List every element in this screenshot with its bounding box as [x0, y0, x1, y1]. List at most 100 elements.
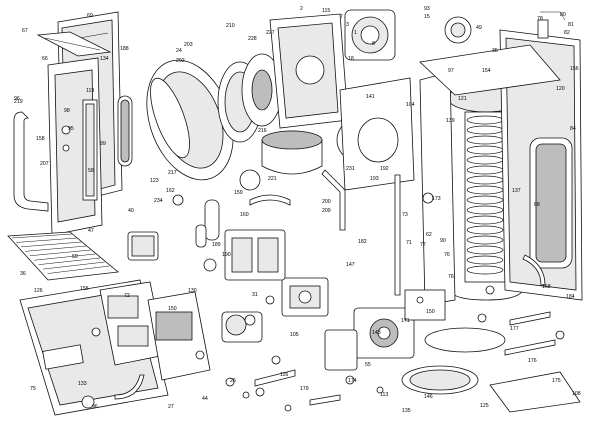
callout-99: 99 — [100, 141, 106, 147]
callout-90: 90 — [440, 238, 446, 244]
callout-73: 73 — [402, 212, 408, 218]
callout-58: 58 — [88, 168, 94, 174]
callout-150b: 150 — [168, 306, 177, 312]
electronics-housing — [147, 291, 211, 381]
callout-18: 18 — [348, 56, 354, 62]
callout-179: 179 — [300, 386, 309, 392]
callout-143: 143 — [372, 330, 381, 336]
heat-exchanger-ring — [217, 53, 283, 143]
callout-133: 133 — [78, 381, 87, 387]
callout-40: 40 — [128, 208, 134, 214]
callout-80: 80 — [560, 12, 566, 18]
callout-171: 171 — [401, 318, 410, 324]
callout-67: 67 — [22, 28, 28, 34]
callout-228: 228 — [248, 36, 257, 42]
drain-tray — [401, 327, 506, 395]
fan-motor — [239, 130, 323, 191]
callout-189: 189 — [212, 242, 221, 248]
callout-146: 146 — [424, 394, 433, 400]
callout-141: 141 — [366, 94, 375, 100]
callout-113: 113 — [380, 392, 388, 398]
burner-assembly — [146, 59, 234, 181]
callout-71: 71 — [406, 240, 412, 246]
combustion-chamber — [269, 13, 349, 129]
callout-98: 98 — [64, 108, 70, 114]
callout-1: 1 — [354, 30, 357, 36]
callout-221: 221 — [268, 176, 277, 182]
callout-76: 76 — [444, 252, 450, 258]
callout-26: 26 — [230, 378, 236, 384]
bottom-grille — [7, 231, 119, 281]
callout-155: 155 — [80, 286, 89, 292]
callout-8: 8 — [372, 41, 375, 47]
callout-130: 130 — [188, 288, 197, 294]
callout-135: 135 — [402, 408, 411, 414]
callout-24: 24 — [176, 48, 182, 54]
callout-7: 7 — [340, 14, 343, 20]
callout-209: 209 — [322, 208, 331, 214]
callout-210: 210 — [226, 23, 235, 29]
callout-69: 69 — [87, 13, 93, 19]
callout-159: 159 — [234, 190, 243, 196]
callout-174: 174 — [348, 378, 357, 384]
condensate-trap — [117, 95, 133, 167]
callout-116: 116 — [280, 372, 288, 378]
callout-137: 137 — [512, 188, 521, 194]
callout-203: 203 — [184, 42, 193, 48]
callout-227: 227 — [266, 30, 275, 36]
callout-190: 190 — [222, 252, 231, 258]
callout-72: 72 — [124, 293, 130, 299]
callout-47: 47 — [88, 228, 94, 234]
pump-body — [353, 307, 415, 359]
callout-175: 175 — [552, 378, 561, 384]
callout-217: 217 — [168, 170, 177, 176]
callout-125: 125 — [480, 403, 489, 409]
callout-3: 3 — [346, 22, 349, 28]
callout-36: 36 — [20, 271, 26, 277]
callout-108: 108 — [572, 391, 581, 397]
cylinder-jacket — [419, 71, 456, 306]
callout-173: 173 — [432, 196, 441, 202]
casing-top-bracket — [36, 31, 112, 57]
callout-84: 84 — [570, 126, 576, 132]
callout-78: 78 — [537, 16, 543, 22]
callout-2: 2 — [300, 6, 303, 12]
callout-158: 158 — [36, 136, 45, 142]
callout-96b: 96 — [92, 404, 98, 410]
mounting-rail — [82, 99, 98, 201]
callout-105: 105 — [290, 332, 299, 338]
callout-160: 160 — [240, 212, 249, 218]
callout-123: 123 — [150, 178, 159, 184]
gas-valve — [281, 277, 329, 317]
callout-104: 104 — [406, 102, 415, 108]
expansion-vessel — [529, 137, 573, 269]
callout-75: 75 — [30, 386, 36, 392]
callout-44: 44 — [202, 396, 208, 402]
plate-heat-exchanger — [221, 311, 263, 343]
callout-96: 96 — [14, 96, 20, 102]
callout-35: 35 — [492, 48, 498, 54]
hydraulic-block — [224, 229, 286, 281]
callout-59: 59 — [72, 254, 78, 260]
callout-66: 66 — [42, 56, 48, 62]
valve-fittings — [172, 192, 565, 412]
callout-93: 93 — [424, 6, 430, 12]
callout-162: 162 — [166, 188, 175, 194]
callout-49: 49 — [476, 25, 482, 31]
callout-134: 134 — [100, 56, 109, 62]
callout-168: 168 — [542, 284, 551, 290]
flue-adapter — [344, 9, 472, 61]
callout-88: 88 — [534, 202, 540, 208]
diverter-valve — [324, 289, 446, 371]
callout-207: 207 — [40, 161, 49, 167]
callout-81: 81 — [568, 22, 574, 28]
callout-182: 182 — [358, 239, 367, 245]
callout-147: 147 — [346, 262, 355, 268]
connection-pipes — [114, 169, 556, 406]
top-cover-plate — [419, 44, 561, 96]
callout-27: 27 — [168, 404, 174, 410]
callout-55: 55 — [365, 362, 371, 368]
